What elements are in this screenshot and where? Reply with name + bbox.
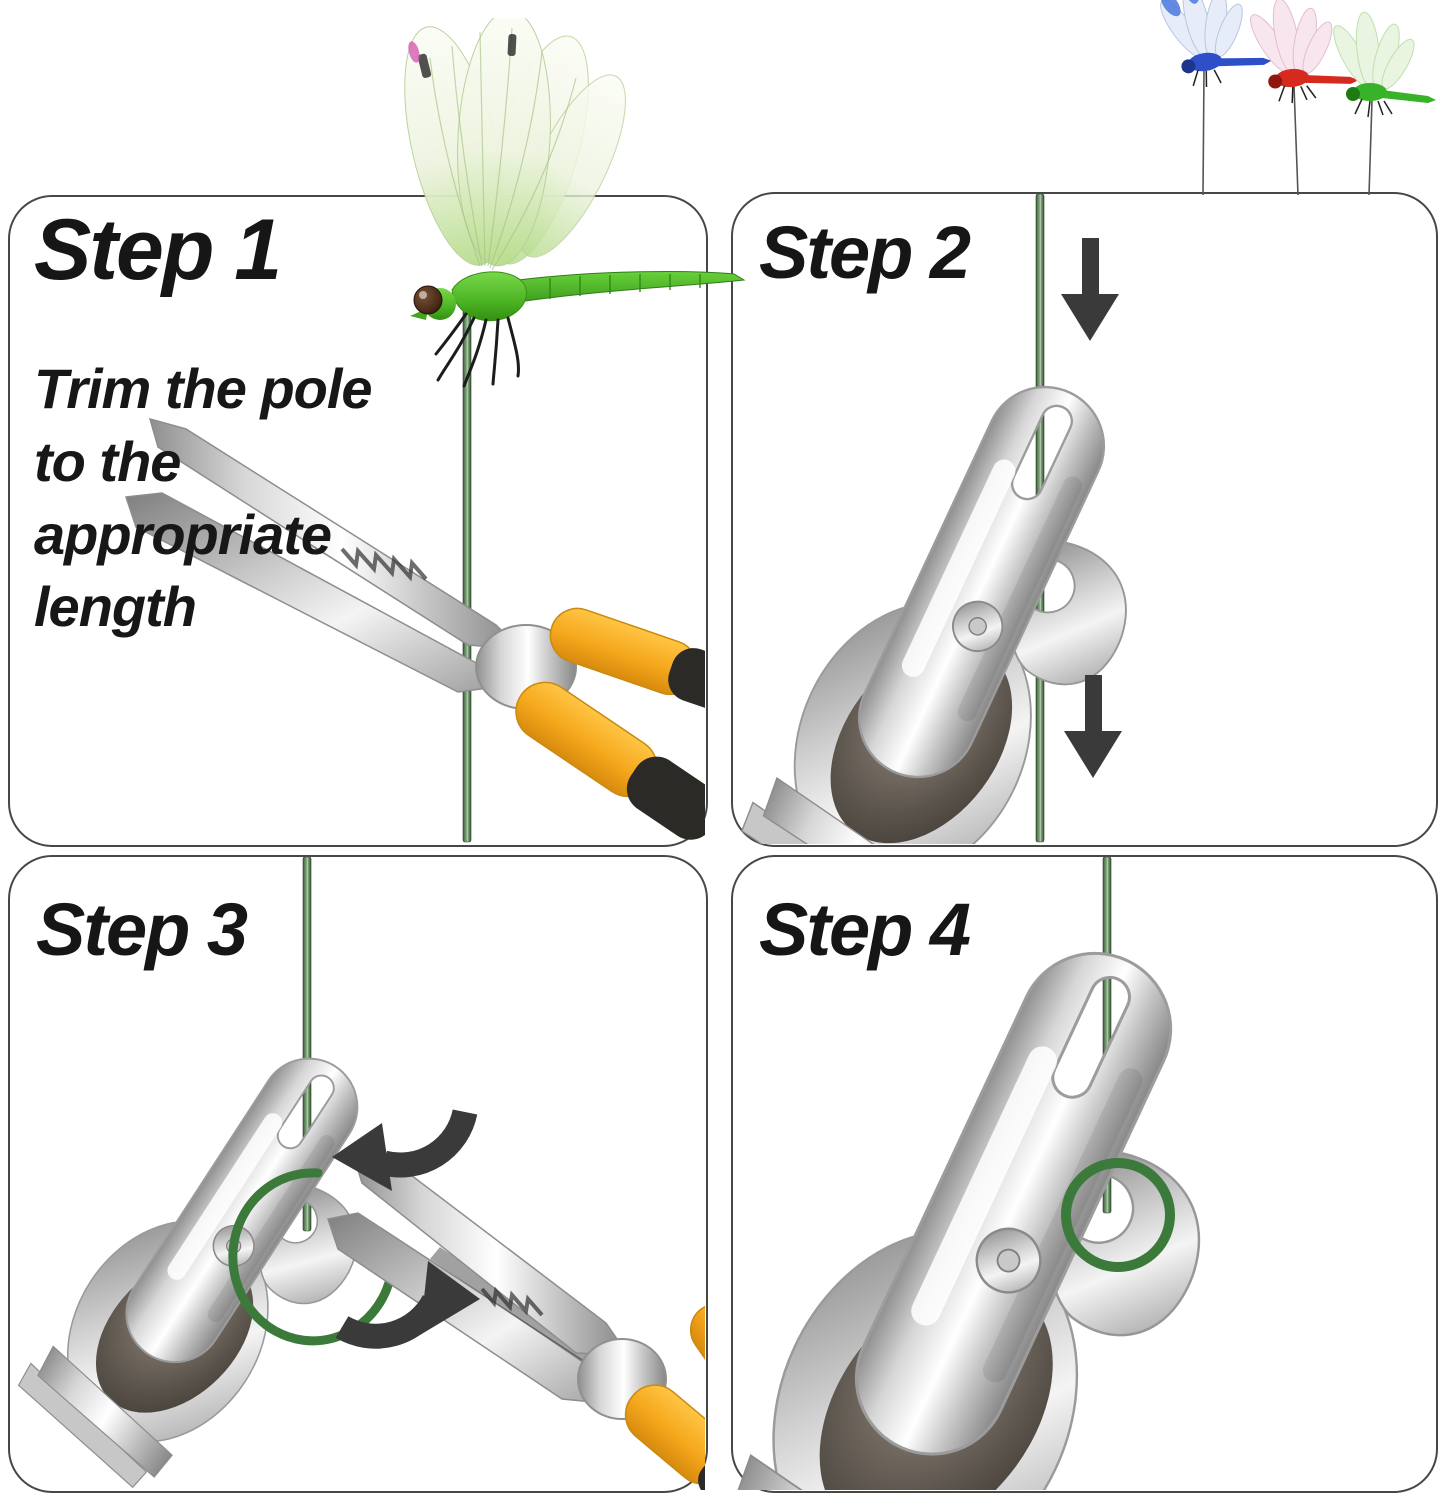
pliers-illustration [124,417,705,840]
panel-step-2: Step 2 [731,192,1438,847]
step-4-illustration [733,857,1304,1490]
plier-lower-handle [515,681,705,840]
step-1-title: Step 1 [34,202,282,298]
large-dragonfly-illustration [404,18,746,388]
dragonfly-wings [404,18,626,271]
dragonfly-wires [1202,69,1373,195]
small-dragonflies-illustration [1160,0,1436,195]
step-2-title: Step 2 [759,211,971,294]
dragonfly-red [1250,0,1359,104]
dragonfly-body [410,271,746,388]
down-arrow-icon [1061,238,1122,778]
dragonfly-blue [1160,0,1272,88]
wire-loop [1061,1158,1175,1272]
metal-clip [733,343,1208,844]
step-3-title: Step 3 [36,888,248,971]
plier-upper-handle [549,607,705,714]
dragonfly-eye [413,285,443,315]
panel-step-1: Step 1 Trim the pole to the appropriate … [8,195,708,847]
pliers-illustration [327,1152,705,1490]
metal-clip [733,897,1304,1490]
step-2-illustration [733,194,1208,844]
step-3-illustration [10,857,705,1490]
panel-step-3: Step 3 [8,855,708,1493]
step-1-instruction: Trim the pole to the appropriate length [34,357,373,639]
wire-loop [228,1168,397,1346]
dragonfly-legs [434,312,520,388]
rotate-arrow-icon [332,1109,480,1349]
panel-step-4: Step 4 [731,855,1438,1493]
step-1-illustration [124,301,705,843]
dragonfly-green [1333,11,1436,118]
step-4-title: Step 4 [759,888,971,971]
